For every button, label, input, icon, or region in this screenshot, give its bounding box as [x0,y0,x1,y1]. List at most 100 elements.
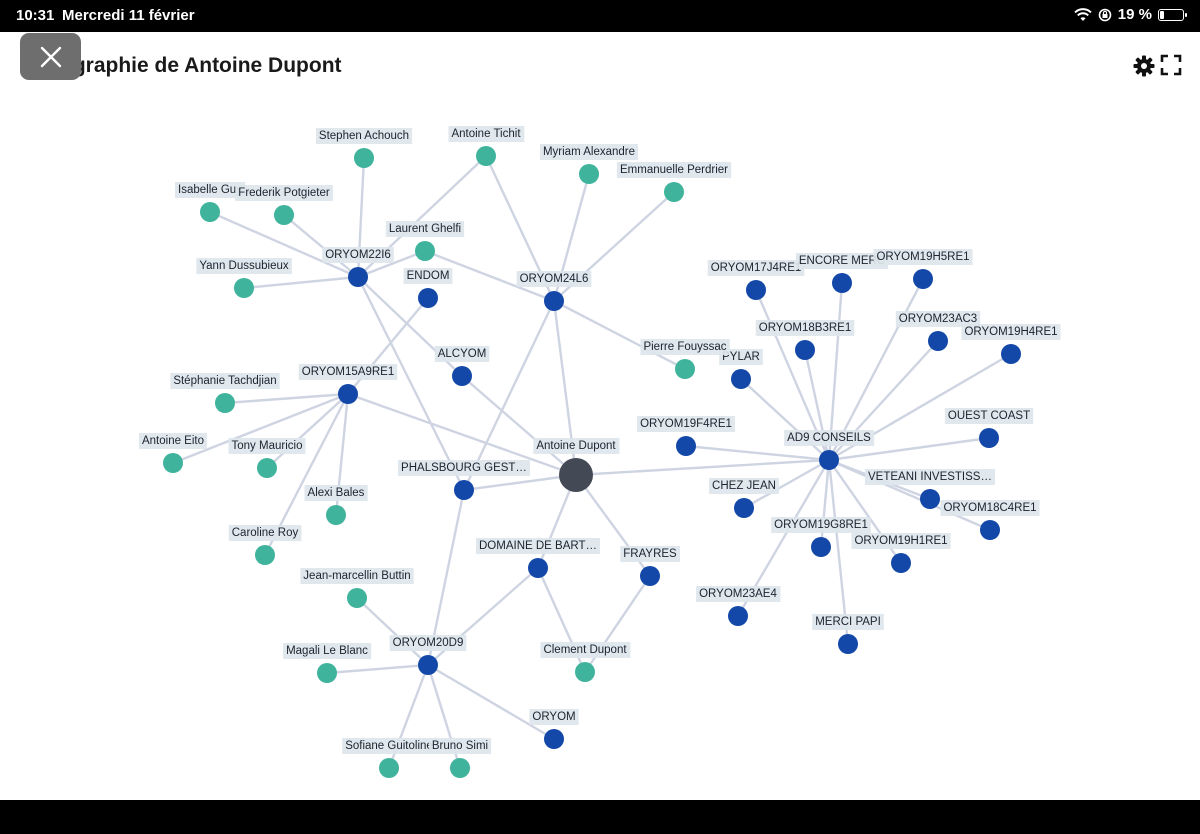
company-node[interactable]: MERCI PAPI [812,614,884,654]
node-circle[interactable] [544,291,564,311]
company-node[interactable]: ORYOM18B3RE1 [755,320,855,360]
company-node[interactable]: FRAYRES [620,546,681,586]
node-circle[interactable] [980,520,1000,540]
node-circle[interactable] [728,606,748,626]
company-node[interactable]: ORYOM19G8RE1 [771,517,871,557]
person-node[interactable]: Myriam Alexandre [539,144,639,184]
node-circle[interactable] [348,267,368,287]
node-circle[interactable] [347,588,367,608]
node-circle[interactable] [163,453,183,473]
company-node[interactable]: DOMAINE DE BART… [476,538,600,578]
company-node[interactable]: ORYOM20D9 [389,635,467,675]
node-circle[interactable] [913,269,933,289]
node-label: Alexi Bales [308,487,365,499]
company-node[interactable]: VETEANI INVESTISS… [865,469,995,509]
center-node[interactable]: Antoine Dupont [533,438,620,492]
company-node[interactable]: ORYOM19H4RE1 [961,324,1061,364]
person-node[interactable]: Jean-marcellin Buttin [300,568,414,608]
person-node[interactable]: Bruno Simi [428,738,492,778]
company-node[interactable]: ORYOM23AE4 [696,586,781,626]
node-circle[interactable] [354,148,374,168]
person-node[interactable]: Isabelle Guy [175,182,246,222]
node-circle[interactable] [454,480,474,500]
person-node[interactable]: Sofiane Guitoline [342,738,436,778]
node-circle[interactable] [476,146,496,166]
node-circle[interactable] [838,634,858,654]
node-circle[interactable] [811,537,831,557]
person-node[interactable]: Stephen Achouch [315,128,413,168]
node-circle[interactable] [544,729,564,749]
node-circle[interactable] [819,450,839,470]
company-node[interactable]: ORYOM17J4RE1 [707,260,805,300]
person-node[interactable]: Yann Dussubieux [196,258,292,298]
node-circle[interactable] [675,359,695,379]
company-node[interactable]: ORYOM [529,709,579,749]
graph-edge [424,249,555,303]
settings-button[interactable] [1132,54,1156,78]
node-circle[interactable] [255,545,275,565]
node-circle[interactable] [234,278,254,298]
node-circle[interactable] [338,384,358,404]
node-circle[interactable] [979,428,999,448]
person-node[interactable]: Magali Le Blanc [283,643,372,683]
node-circle[interactable] [274,205,294,225]
company-node[interactable]: ENCORE MERC [795,253,889,293]
node-circle[interactable] [559,458,593,492]
person-node[interactable]: Alexi Bales [304,485,368,525]
node-circle[interactable] [640,566,660,586]
node-circle[interactable] [891,553,911,573]
node-circle[interactable] [1001,344,1021,364]
company-node[interactable]: ORYOM23AC3 [895,311,981,351]
node-circle[interactable] [379,758,399,778]
company-node[interactable]: PHALSBOURG GEST… [398,460,530,500]
node-circle[interactable] [676,436,696,456]
node-circle[interactable] [317,663,337,683]
company-node[interactable]: AD9 CONSEILS [784,430,875,470]
node-circle[interactable] [418,655,438,675]
node-circle[interactable] [418,288,438,308]
node-circle[interactable] [528,558,548,578]
company-node[interactable]: PYLAR [719,349,763,389]
person-node[interactable]: Clement Dupont [540,642,631,682]
node-circle[interactable] [575,662,595,682]
person-node[interactable]: Antoine Eito [138,433,208,473]
node-circle[interactable] [731,369,751,389]
company-node[interactable]: OUEST COAST [944,408,1034,448]
graph-edge [172,392,349,465]
node-circle[interactable] [746,280,766,300]
company-node[interactable]: ORYOM19H5RE1 [873,249,973,289]
node-circle[interactable] [579,164,599,184]
company-node[interactable]: ORYOM19F4RE1 [637,416,735,456]
person-node[interactable]: Stéphanie Tachdjian [170,373,280,413]
person-node[interactable]: Frederik Potgieter [235,185,333,225]
company-node[interactable]: ORYOM19H1RE1 [851,533,951,573]
person-node[interactable]: Pierre Fouyssac [640,339,730,379]
close-button[interactable] [20,33,81,80]
company-node[interactable]: ORYOM24L6 [516,271,592,311]
company-node[interactable]: ENDOM [403,268,453,308]
person-node[interactable]: Laurent Ghelfi [385,221,465,261]
node-circle[interactable] [200,202,220,222]
node-circle[interactable] [257,458,277,478]
node-circle[interactable] [215,393,235,413]
node-circle[interactable] [452,366,472,386]
company-node[interactable]: ORYOM15A9RE1 [298,364,398,404]
person-node[interactable]: Emmanuelle Perdrier [616,162,732,202]
node-circle[interactable] [928,331,948,351]
person-node[interactable]: Caroline Roy [228,525,302,565]
person-node[interactable]: Antoine Tichit [448,126,525,166]
company-node[interactable]: ALCYOM [434,346,490,386]
fullscreen-button[interactable] [1160,54,1184,78]
person-node[interactable]: Tony Mauricio [228,438,306,478]
company-node[interactable]: ORYOM18C4RE1 [940,500,1040,540]
company-node[interactable]: CHEZ JEAN [709,478,779,518]
node-circle[interactable] [920,489,940,509]
node-circle[interactable] [795,340,815,360]
company-node[interactable]: ORYOM22I6 [322,247,394,287]
node-circle[interactable] [415,241,435,261]
node-circle[interactable] [326,505,346,525]
node-circle[interactable] [734,498,754,518]
node-circle[interactable] [450,758,470,778]
node-circle[interactable] [664,182,684,202]
node-circle[interactable] [832,273,852,293]
